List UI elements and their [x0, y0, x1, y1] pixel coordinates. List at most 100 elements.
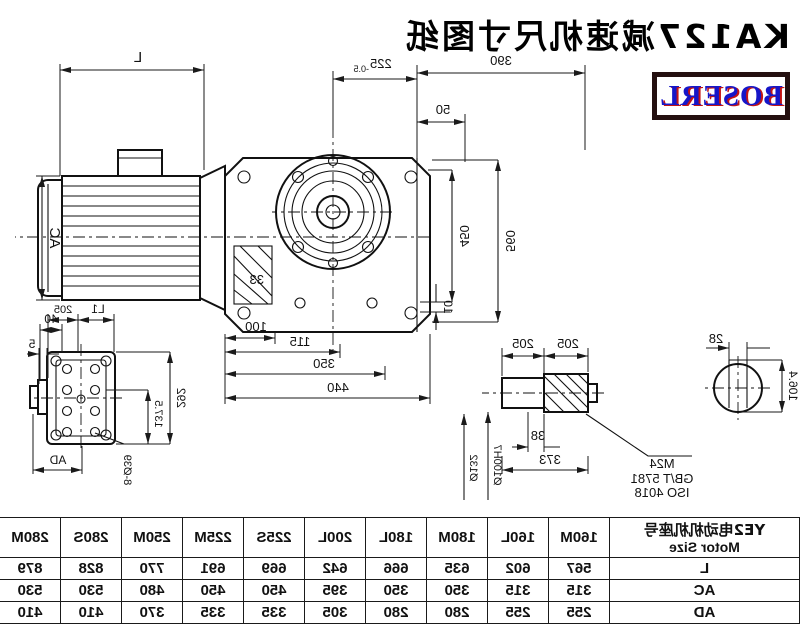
- dim-input-flange: 225: [370, 56, 392, 71]
- cell: 879: [0, 557, 61, 580]
- cell: 370: [121, 601, 183, 624]
- dim-cover-offset: 50: [436, 102, 450, 117]
- motor-size-table: YE2电动机机座号 Motor Size 160M 160L 180M 180L…: [0, 517, 800, 624]
- thread-annotation: M24 GB/T 5781 ISO 4018: [585, 413, 694, 500]
- table-row-AD: AD 255 255 280 280 305 335 335 370 410 4…: [0, 601, 800, 624]
- dim-shaft-205-b: 205: [512, 336, 534, 351]
- col-header: 160L: [487, 517, 549, 558]
- flange-bolt-hole: [327, 155, 339, 167]
- annotation-standard-gb: GB/T 5781: [631, 471, 694, 486]
- flange-bolt-hole: [361, 170, 375, 184]
- cell: 450: [243, 579, 305, 602]
- table-row-AC: AC 315 315 350 350 395 450 450 480 530 5…: [0, 579, 800, 602]
- row-label: L: [609, 557, 800, 580]
- shaft-detail-view: 205 205 38 373 Ø100H7 Ø132 M24 GB/T 5781…: [461, 336, 694, 500]
- motor-fins: [62, 185, 200, 287]
- cell: 669: [243, 557, 305, 580]
- dim-foot-offset: 10: [441, 300, 455, 314]
- output-shaft-stub: [37, 379, 48, 415]
- cell: 395: [304, 579, 366, 602]
- cell: 280: [426, 601, 488, 624]
- top-dimensions: L 390 225 -0.5 50: [59, 49, 586, 176]
- cell: 691: [182, 557, 244, 580]
- main-view: 33 L 390 225: [15, 49, 586, 404]
- cell: 642: [304, 557, 366, 580]
- dim-input-flange-tolerance: -0.5: [353, 64, 369, 74]
- dim-motor-length: L: [134, 49, 142, 66]
- dim-bottom-440: 440: [327, 380, 349, 395]
- cell: 828: [60, 557, 122, 580]
- dim-shaft-bore: Ø100H7: [491, 445, 503, 486]
- col-header: 180M: [426, 517, 488, 558]
- col-header: 180L: [365, 517, 427, 558]
- flange-bolt-hole: [291, 240, 305, 254]
- dim-sleeve-diameter: Ø132: [467, 455, 479, 482]
- col-header: 225S: [243, 517, 305, 558]
- cell: 635: [426, 557, 488, 580]
- dim-foot-40: 40: [44, 312, 58, 326]
- table-header-motor-size: YE2电动机机座号 Motor Size: [609, 517, 800, 558]
- dim-bottom-115: 115: [290, 334, 311, 349]
- cell: 480: [121, 579, 183, 602]
- cell: 410: [60, 601, 122, 624]
- housing-corner-screw: [404, 306, 418, 320]
- oil-plug: [294, 297, 306, 309]
- row-label: AC: [609, 579, 800, 602]
- dim-shaft-373: 373: [539, 452, 561, 467]
- dim-motor-diameter: AC: [46, 227, 63, 248]
- cell: 530: [60, 579, 122, 602]
- bottom-dimensions: 100 115 350 440: [224, 319, 431, 404]
- foot-corner-hole: [50, 429, 62, 441]
- dim-key-section: 33: [250, 272, 264, 287]
- cell: 567: [548, 557, 610, 580]
- dim-foot-137-5: 137.5: [152, 400, 164, 428]
- dim-housing-width: 390: [490, 53, 512, 68]
- col-header: 280S: [60, 517, 122, 558]
- dim-shaft-205-a: 205: [557, 336, 579, 351]
- flange-bolt-hole: [327, 257, 339, 269]
- flange-bolt-hole: [361, 240, 375, 254]
- dim-foot-holes: 8-Ø39: [121, 455, 133, 486]
- dim-foot-205: 205: [54, 304, 72, 316]
- cell: 255: [548, 601, 610, 624]
- housing-corner-screw: [237, 170, 251, 184]
- col-header: 160M: [548, 517, 610, 558]
- col-header: 225M: [182, 517, 244, 558]
- cell: 666: [365, 557, 427, 580]
- dim-foot-292: 292: [174, 388, 188, 408]
- cell: 530: [0, 579, 61, 602]
- gear-housing: 33: [224, 154, 431, 333]
- dim-key-width: 28: [709, 331, 723, 346]
- motor: [37, 149, 226, 312]
- cell: 350: [365, 579, 427, 602]
- foot-corner-hole: [100, 355, 112, 367]
- terminal-box: [117, 149, 163, 177]
- cell: 315: [487, 579, 549, 602]
- motor-flange-adapter: [199, 164, 226, 312]
- cell: 450: [182, 579, 244, 602]
- shaft-end-bolt: [587, 383, 598, 403]
- cell: 602: [487, 557, 549, 580]
- left-dimensions: 560 450 10: [420, 159, 518, 330]
- flange-bolt-hole: [291, 170, 305, 184]
- dim-flange-diameter: 450: [457, 225, 472, 247]
- cell: 350: [426, 579, 488, 602]
- col-header: 200L: [304, 517, 366, 558]
- cell: 335: [182, 601, 244, 624]
- dim-bottom-100: 100: [245, 319, 267, 334]
- annotation-standard-iso: ISO 4018: [635, 485, 690, 500]
- table-row-L: L 567 602 635 666 642 669 691 770 828 87…: [0, 557, 800, 580]
- col-header: 280M: [0, 517, 61, 558]
- cell: 770: [121, 557, 183, 580]
- dim-housing-height: 560: [503, 230, 518, 252]
- dim-key-height: 106.4: [786, 371, 800, 401]
- foot-view: L1 205 40 5 292 137.5 8-Ø39 AD: [27, 302, 188, 485]
- dim-foot-5: 5: [28, 337, 35, 351]
- header-en: Motor Size: [669, 538, 740, 555]
- output-bore-section: [233, 245, 273, 305]
- housing-corner-screw: [237, 306, 251, 320]
- dim-shaft-38: 38: [531, 428, 545, 443]
- cell: 255: [487, 601, 549, 624]
